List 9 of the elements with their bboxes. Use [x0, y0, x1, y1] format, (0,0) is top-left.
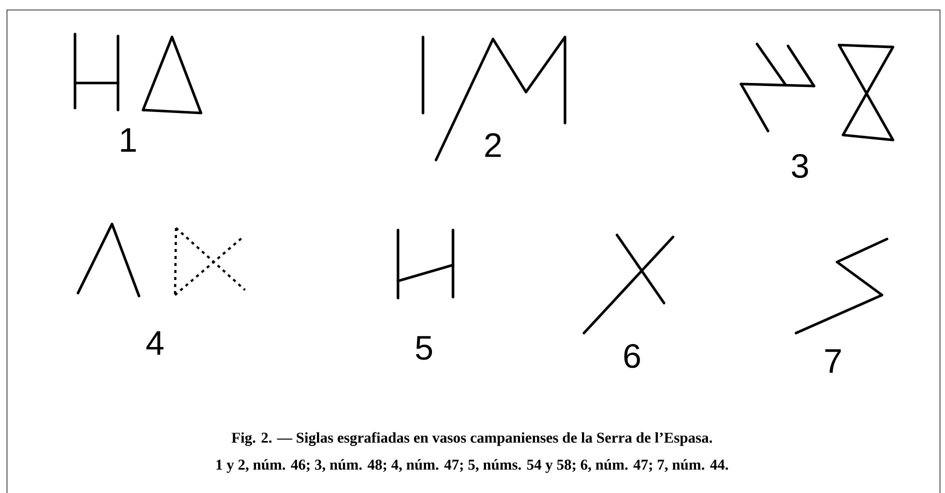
callout-number: 1: [121, 128, 136, 152]
caption-text: 1 y 2, núm. 46; 3, núm. 48; 4, núm. 47; 5, núms. 54 y 58; 6, núm. 47; 7, núm. 44.: [216, 459, 728, 473]
callout-number: 5: [416, 336, 432, 360]
callout-number: 4: [146, 331, 164, 355]
callout-number: 3: [792, 154, 808, 178]
caption-text: Fig. 2. — Siglas esgrafiadas en vasos campanienses de la Serra de l’Espasa.: [232, 432, 712, 446]
callout-number: 7: [825, 349, 841, 373]
callout-number: 6: [624, 344, 640, 368]
callout-number: 2: [485, 133, 501, 157]
